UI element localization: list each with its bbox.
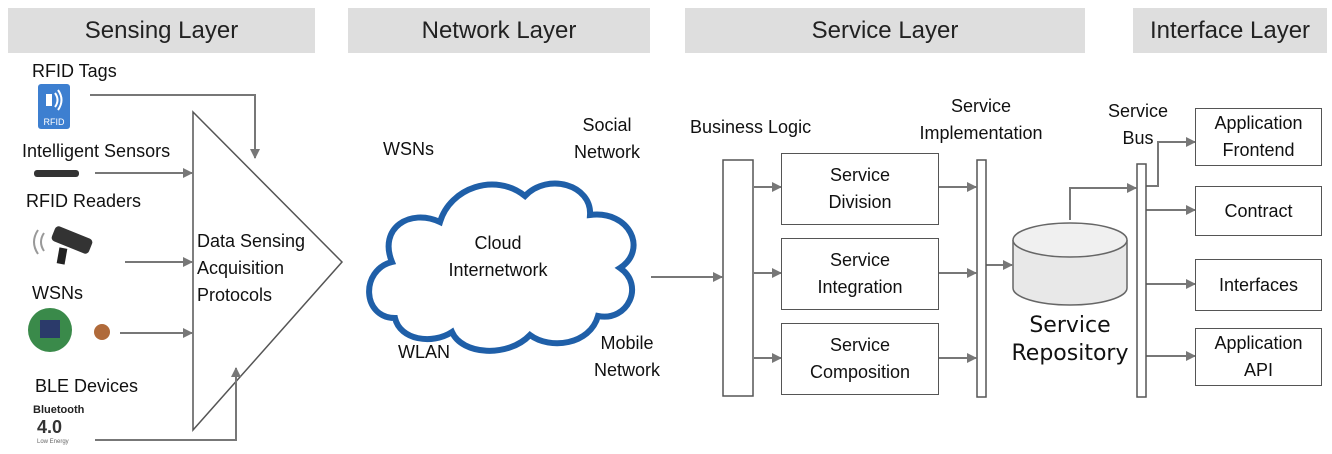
api-line-2: API [1243,360,1273,380]
rfid-icon: RFID [38,84,70,129]
repository-cylinder [1012,222,1128,306]
integration-line-1: Service [829,250,891,270]
contract-box: Contract [1195,186,1322,236]
interfaces-label: Interfaces [1218,274,1299,295]
contract-label: Contract [1224,200,1293,221]
composition-line-2: Composition [809,362,911,382]
service-composition-box: Service Composition [781,323,939,395]
ble-arrow [95,367,241,441]
label-social-network: Social Network [574,112,640,166]
social-line-2: Network [574,142,641,162]
cloud-line-2: Internetwork [448,260,548,280]
implementation-bar [976,159,987,398]
composition-line-1: Service [829,335,890,355]
service-division-box: Service Division [781,153,939,225]
label-cloud: Cloud Internetwork [438,230,558,284]
header-sensing-layer: Sensing Layer [8,8,315,53]
header-service-layer: Service Layer [685,8,1085,53]
interfaces-box: Interfaces [1195,259,1322,311]
bus-line-2: Bus [1122,128,1154,148]
label-rfid-tags: RFID Tags [32,61,117,81]
wsn-board-icon [28,308,110,352]
rfid-reader-icon [33,226,93,265]
repo-to-bus-arrow [1069,183,1137,220]
rfid-icon-text: RFID [43,117,65,127]
cloud-line-1: Cloud [474,233,522,253]
mobile-line-2: Network [593,360,660,380]
bluetooth-icon: Bluetooth 4.0 Low Energy [33,404,93,450]
label-business-logic: Business Logic [690,117,812,137]
header-interface-layer: Interface Layer [1133,8,1327,53]
bluetooth-text: Bluetooth [33,404,85,416]
protocols-line-1: Data Sensing [197,231,306,251]
integration-line-2: Integration [817,277,903,297]
protocols-triangle [192,110,344,432]
api-line-1: Application [1214,333,1303,353]
protocols-line-3: Protocols [197,285,273,305]
implementation-line-1: Service [950,96,1012,116]
application-frontend-box: Application Frontend [1195,108,1322,166]
label-wlan: WLAN [398,342,451,362]
label-service-bus: Service Bus [1102,98,1174,152]
label-protocols: Data Sensing Acquisition Protocols [197,228,305,309]
label-service-repository: Service Repository [995,312,1145,368]
protocols-line-2: Acquisition [197,258,285,278]
frontend-line-1: Application [1214,113,1303,133]
business-logic-bar [722,159,754,397]
division-line-1: Service [829,165,891,185]
service-integration-box: Service Integration [781,238,939,310]
social-line-1: Social [582,115,632,135]
header-network-layer: Network Layer [348,8,650,53]
cloud-shape [366,180,637,354]
bluetooth-small-text: Low Energy [37,439,69,445]
mobile-line-1: Mobile [600,333,654,353]
label-wsns-sensing: WSNs [32,283,83,303]
division-line-2: Division [828,192,892,212]
label-rfid-readers: RFID Readers [26,191,142,211]
sensor-probe-icon [34,170,79,177]
bus-to-frontend-arrow [1146,137,1196,187]
repository-line-2: Repository [1011,341,1129,366]
repository-line-1: Service [1029,313,1111,338]
bluetooth-version: 4.0 [37,417,63,437]
label-wsns-network: WSNs [383,139,434,159]
implementation-line-2: Implementation [919,123,1043,143]
frontend-line-2: Frontend [1222,140,1295,160]
label-intelligent-sensors: Intelligent Sensors [22,141,171,161]
service-bus-bar [1136,163,1147,398]
label-mobile-network: Mobile Network [584,330,670,384]
rfid-tags-arrow [90,94,260,159]
application-api-box: Application API [1195,328,1322,386]
label-service-implementation: Service Implementation [902,93,1060,147]
label-ble-devices: BLE Devices [35,376,139,396]
bus-line-1: Service [1107,101,1169,121]
